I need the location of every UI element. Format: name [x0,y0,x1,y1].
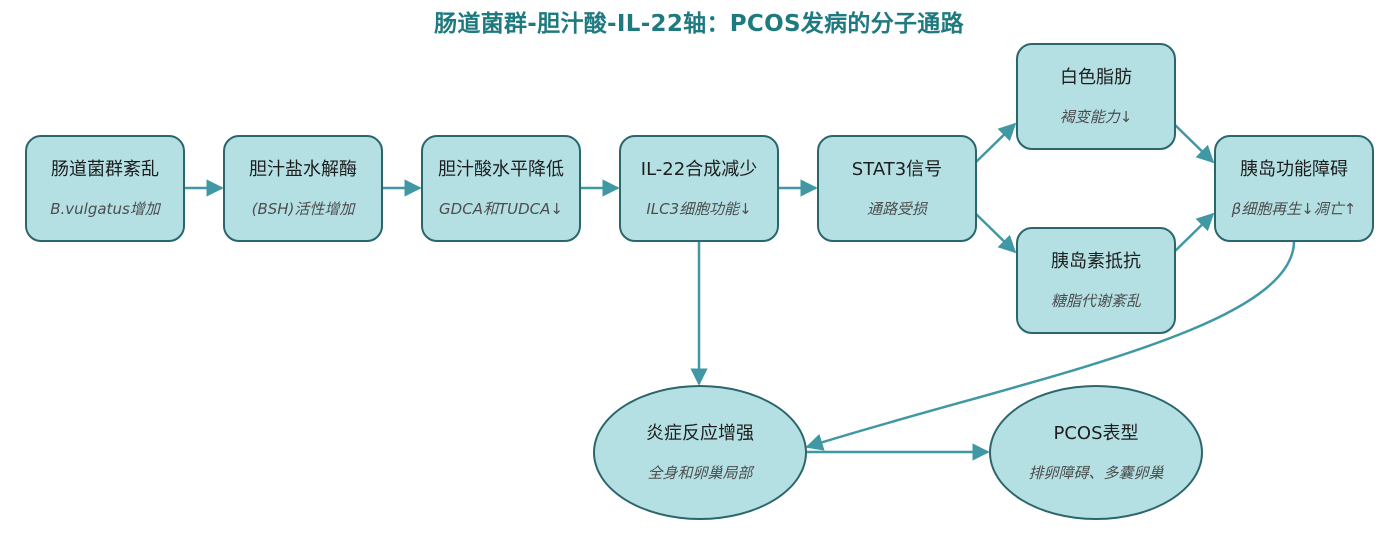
node-pcos-phenotype: PCOS表型 排卵障碍、多囊卵巢 [989,385,1203,520]
node-label: 肠道菌群紊乱 [51,158,159,180]
node-label: PCOS表型 [1053,422,1139,444]
node-label: 炎症反应增强 [646,422,754,444]
node-sublabel: B.vulgatus增加 [50,199,160,218]
node-white-fat: 白色脂肪 褐变能力↓ [1016,43,1176,150]
node-sublabel: β细胞再生↓凋亡↑ [1231,199,1357,218]
node-sublabel: 排卵障碍、多囊卵巢 [1028,463,1164,482]
node-bsh: 胆汁盐水解酶 (BSH)活性增加 [223,135,383,242]
node-sublabel: ILC3细胞功能↓ [646,199,752,218]
edge-whitefat-islet [1173,123,1215,164]
node-bile-acid: 胆汁酸水平降低 GDCA和TUDCA↓ [421,135,581,242]
node-label: STAT3信号 [851,158,943,180]
node-il22: IL-22合成减少 ILC3细胞功能↓ [619,135,779,242]
node-label: 胰岛素抵抗 [1051,250,1141,272]
diagram-title: 肠道菌群-胆汁酸-IL-22轴：PCOS发病的分子通路 [434,11,964,37]
node-sublabel: (BSH)活性增加 [251,199,355,218]
node-sublabel: 褐变能力↓ [1059,107,1133,126]
node-insulin-resistance: 胰岛素抵抗 糖脂代谢紊乱 [1016,227,1176,334]
node-sublabel: GDCA和TUDCA↓ [439,199,563,218]
edge-islet-inflammation [805,240,1296,451]
edge-insulin-islet [1173,212,1215,253]
node-label: IL-22合成减少 [640,158,758,180]
node-label: 胆汁酸水平降低 [438,158,564,180]
node-inflammation: 炎症反应增强 全身和卵巢局部 [593,385,807,520]
node-label: 胆汁盐水解酶 [249,158,357,180]
node-islet-dysfunction: 胰岛功能障碍 β细胞再生↓凋亡↑ [1214,135,1374,242]
node-stat3: STAT3信号 通路受损 [817,135,977,242]
node-gut-dysbiosis: 肠道菌群紊乱 B.vulgatus增加 [25,135,185,242]
node-sublabel: 糖脂代谢紊乱 [1050,291,1141,310]
node-label: 白色脂肪 [1060,66,1132,88]
node-sublabel: 全身和卵巢局部 [647,463,753,482]
node-sublabel: 通路受损 [866,199,927,218]
node-label: 胰岛功能障碍 [1240,158,1348,180]
edge-stat3-whitefat [975,122,1017,163]
edge-stat3-insulin [975,213,1017,254]
